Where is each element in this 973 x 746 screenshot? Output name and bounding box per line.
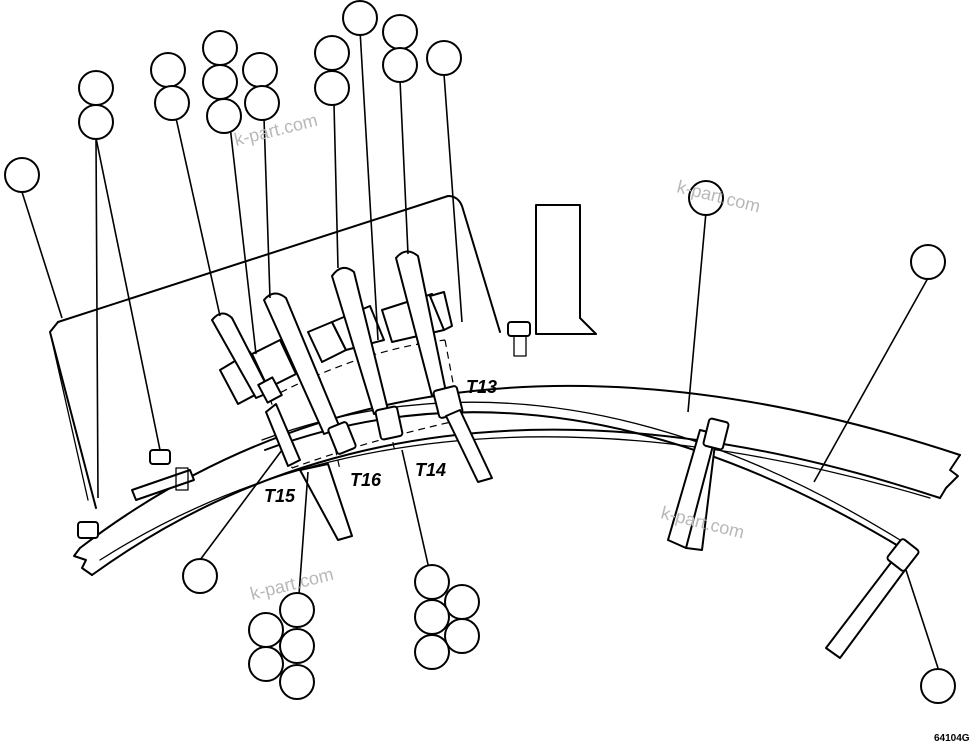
callout-circle xyxy=(382,14,418,50)
label-t16: T16 xyxy=(350,470,382,490)
bolts xyxy=(77,321,531,539)
callout-circle xyxy=(154,85,190,121)
callout-circle xyxy=(688,180,724,216)
callout-circle xyxy=(78,70,114,106)
watermark: k-part.com xyxy=(232,110,319,150)
support-post xyxy=(535,204,597,335)
callout-circle xyxy=(150,52,186,88)
callout-circle xyxy=(279,628,315,664)
callout-circle xyxy=(910,244,946,280)
callout-circle xyxy=(426,40,462,76)
callout-circle xyxy=(414,634,450,670)
leader-lines xyxy=(21,29,939,669)
rear-housing xyxy=(49,195,501,509)
pipes xyxy=(211,250,493,541)
callout-circle xyxy=(314,35,350,71)
callout-circle xyxy=(248,612,284,648)
label-t15: T15 xyxy=(264,486,296,506)
callout-circle xyxy=(342,0,378,36)
callout-circle xyxy=(444,618,480,654)
right-tubes xyxy=(667,417,920,659)
label-t14: T14 xyxy=(415,460,446,480)
callout-circle xyxy=(202,30,238,66)
inner-rail xyxy=(261,401,906,551)
callout-circle xyxy=(248,646,284,682)
callout-circle xyxy=(242,52,278,88)
figure-number: 64104G xyxy=(934,733,970,744)
callout-circle xyxy=(314,70,350,106)
callout-circles xyxy=(4,0,956,704)
callout-circle xyxy=(244,85,280,121)
callout-circle xyxy=(78,104,114,140)
callout-circle xyxy=(414,599,450,635)
callout-circle xyxy=(279,664,315,700)
callout-circle xyxy=(444,584,480,620)
callout-circle xyxy=(4,157,40,193)
callout-circle xyxy=(202,64,238,100)
callout-circle xyxy=(206,98,242,134)
callout-circle xyxy=(279,592,315,628)
label-t13: T13 xyxy=(466,377,497,397)
callout-circle xyxy=(920,668,956,704)
callout-circle xyxy=(182,558,218,594)
callout-circle xyxy=(382,47,418,83)
callout-circle xyxy=(414,564,450,600)
